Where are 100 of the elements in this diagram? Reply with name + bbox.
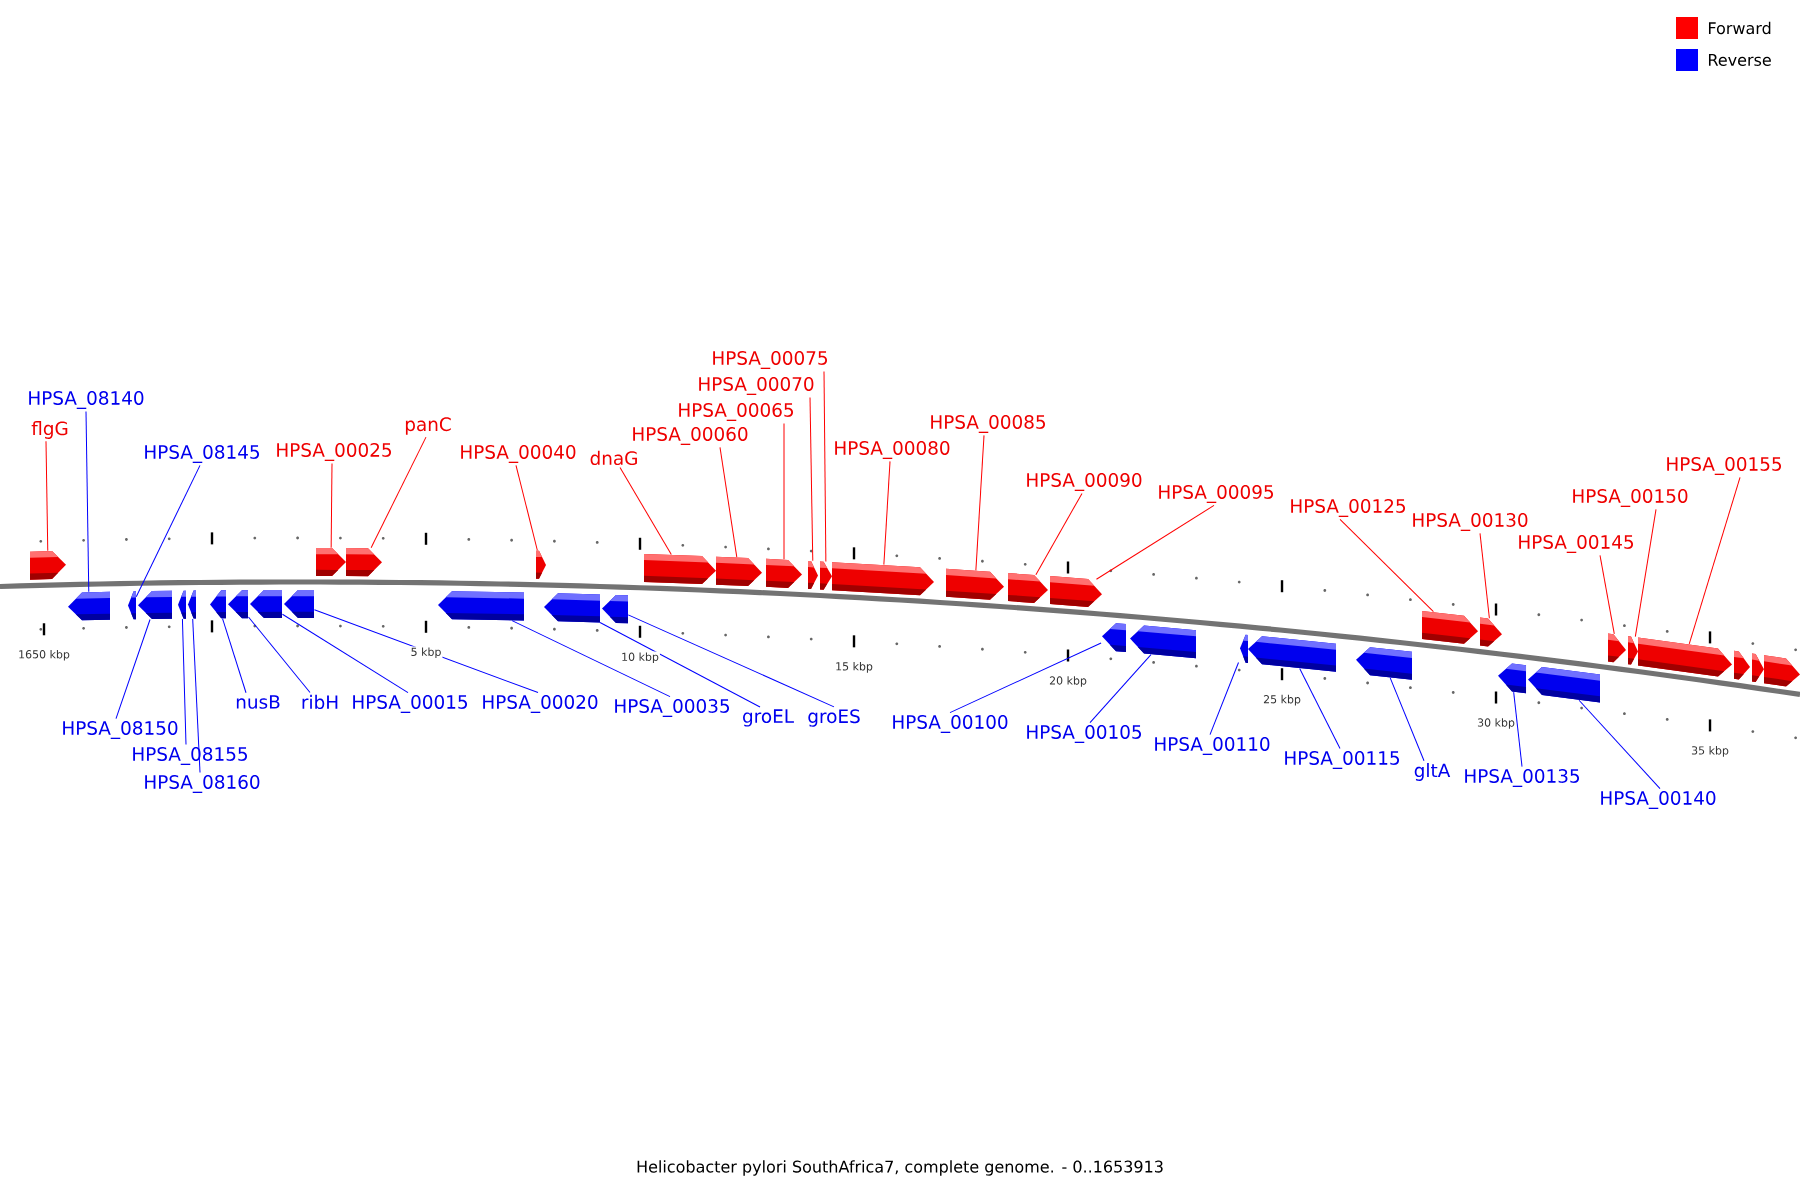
gene-block [1008, 573, 1048, 603]
gene-block [602, 595, 628, 624]
leader-line [370, 436, 427, 549]
gene-label: groES [808, 709, 860, 727]
gene-block [808, 560, 818, 590]
gene-label: HPSA_00095 [1159, 485, 1273, 503]
gene-block [128, 591, 136, 620]
gene-label: HPSA_00020 [483, 695, 598, 713]
gene-block [316, 548, 346, 577]
gene-label: HPSA_00035 [615, 699, 729, 717]
gene-block [1734, 650, 1750, 680]
gene-label: HPSA_00140 [1601, 791, 1716, 809]
leader-line [192, 618, 201, 774]
gene-block [178, 590, 186, 619]
gene-block [438, 591, 524, 621]
leader-line [719, 446, 738, 558]
gene-block [766, 558, 802, 588]
gene-label: HPSA_00100 [893, 715, 1008, 733]
gene-label: HPSA_00015 [353, 695, 467, 713]
gene-block [1050, 576, 1102, 608]
gene-label: HPSA_00070 [699, 376, 814, 395]
gene-block [250, 590, 282, 619]
gene-block [1130, 625, 1196, 659]
gene-block [1240, 634, 1248, 663]
gene-label: HPSA_00075 [713, 350, 827, 369]
leader-line [1299, 667, 1341, 750]
leader-line [1209, 662, 1239, 736]
gene-block [1608, 633, 1626, 663]
gene-label: HPSA_08155 [133, 747, 247, 765]
gene-label: dnaG [590, 450, 637, 466]
leader-line [313, 609, 539, 694]
gene-label: HPSA_00145 [1519, 535, 1633, 553]
gene-label: HPSA_08160 [145, 775, 260, 793]
leader-line [330, 462, 333, 549]
gene-label: HPSA_08145 [145, 444, 259, 463]
leader-line [809, 396, 814, 562]
leader-line [1389, 677, 1425, 762]
leader-line [1599, 554, 1615, 635]
gene-block [210, 590, 226, 619]
gene-label: HPSA_00155 [1667, 457, 1781, 475]
leader-line [1035, 492, 1083, 576]
leader-line [115, 619, 151, 720]
leader-line [181, 618, 187, 746]
leader-line [783, 422, 785, 560]
leader-line [511, 620, 671, 698]
gene-block [1102, 623, 1126, 653]
leader-line [1095, 504, 1215, 580]
leader-line [515, 464, 538, 551]
gene-label: HPSA_00025 [277, 442, 391, 461]
gene-block [820, 561, 832, 590]
leader-line [1513, 691, 1523, 768]
gene-label: panC [405, 417, 451, 435]
gene-block [284, 590, 314, 618]
legend-label: Reverse [1709, 54, 1771, 66]
gene-label: HPSA_00065 [679, 402, 793, 421]
gene-block [1480, 617, 1502, 647]
gene-block [644, 553, 716, 585]
gene-block [946, 568, 1004, 600]
leader-line [1634, 508, 1657, 638]
leader-line [627, 614, 835, 708]
leader-line [45, 440, 49, 552]
gene-block [1498, 663, 1526, 694]
gene-block [346, 548, 382, 577]
gene-label: groEL [743, 709, 794, 727]
leader-line [1089, 654, 1152, 724]
gene-label: HPSA_00130 [1413, 513, 1528, 531]
gene-block [188, 590, 196, 619]
leader-line [823, 370, 827, 562]
leader-line [619, 467, 672, 555]
leader-line [1578, 699, 1661, 790]
gene-label: HPSA_00115 [1285, 751, 1399, 769]
gene-block [30, 551, 66, 580]
gene-block [68, 591, 110, 621]
gene-label: HPSA_00040 [461, 444, 576, 463]
leader-line [281, 613, 409, 694]
gene-label: ribH [302, 694, 338, 710]
gene-label: HPSA_08150 [63, 721, 178, 739]
gene-label: flgG [31, 421, 68, 439]
leader-line [1688, 476, 1741, 645]
caption: Helicobacter pylori SouthAfrica7, complete genome. - 0..1653913 [637, 1160, 1163, 1176]
leader-line [85, 410, 90, 593]
leader-line [222, 618, 247, 694]
gene-block [536, 550, 546, 579]
gene-label: HPSA_00125 [1291, 499, 1405, 517]
gene-label: HPSA_00085 [931, 414, 1045, 433]
leader-line [949, 642, 1102, 714]
gene-block [1356, 647, 1412, 680]
leader-line [599, 621, 761, 708]
gene-label: HPSA_00090 [1027, 472, 1142, 491]
gene-label: HPSA_08140 [29, 390, 144, 409]
gene-label: HPSA_00060 [633, 427, 748, 445]
gene-block [228, 590, 248, 619]
leader-line [1339, 518, 1434, 613]
gene-label: HPSA_00150 [1573, 488, 1688, 507]
gene-label: HPSA_00105 [1027, 725, 1141, 743]
gene-label: HPSA_00080 [835, 441, 950, 459]
gene-block [1248, 636, 1336, 672]
gene-label: HPSA_00135 [1465, 769, 1579, 787]
legend-label: Forward [1709, 21, 1771, 35]
gene-block [1628, 636, 1638, 665]
